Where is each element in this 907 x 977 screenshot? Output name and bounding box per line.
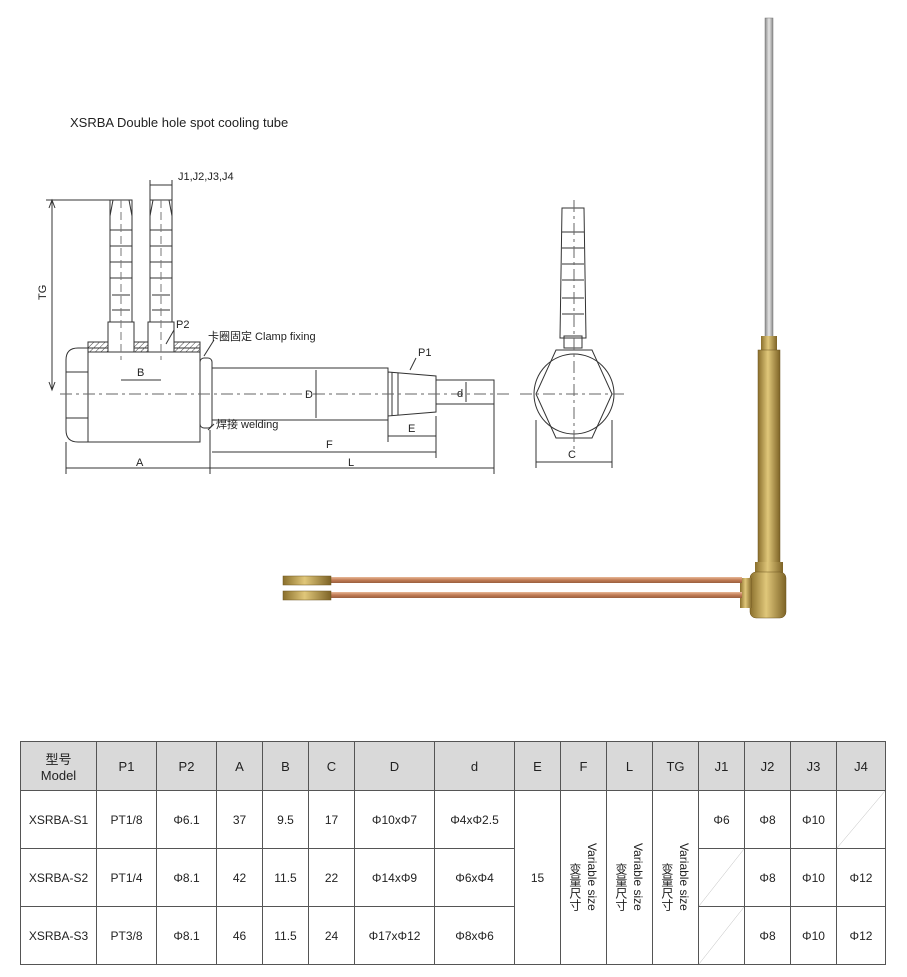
label-c: C [568, 449, 576, 461]
label-j: J1,J2,J3,J4 [178, 171, 234, 183]
spec-table: 型号 Model P1 P2 A B C D d E F L TG J1 J2 … [20, 741, 886, 965]
table-header-row: 型号 Model P1 P2 A B C D d E F L TG J1 J2 … [20, 741, 886, 791]
cell-e: 15 [514, 790, 561, 965]
label-p2: P2 [176, 319, 189, 331]
header-j3: J3 [790, 741, 837, 791]
table-row: XSRBA-S1 PT1/8 Φ6.1 37 9.5 17 Φ10xΦ7 Φ4x… [20, 790, 886, 965]
cell-b: 11.5 [262, 848, 309, 907]
cell-l-variable: 变量尺寸 Variable size [606, 790, 653, 965]
side-view [60, 199, 510, 443]
header-l: L [606, 741, 653, 791]
header-j2: J2 [744, 741, 791, 791]
header-p2: P2 [156, 741, 217, 791]
end-view [520, 200, 626, 468]
cell-tg-variable: 变量尺寸 Variable size [652, 790, 699, 965]
cell-j2: Φ8 [744, 906, 791, 965]
header-D: D [354, 741, 435, 791]
cell-a: 37 [216, 790, 263, 849]
header-e: E [514, 741, 561, 791]
cell-c: 24 [308, 906, 355, 965]
label-f: F [326, 439, 333, 451]
cell-j4-empty [836, 790, 886, 849]
header-j4: J4 [836, 741, 886, 791]
cell-b: 11.5 [262, 906, 309, 965]
label-d-lower: d [457, 388, 463, 400]
cell-j2: Φ8 [744, 790, 791, 849]
cell-p2: Φ8.1 [156, 906, 217, 965]
cell-p1: PT3/8 [96, 906, 157, 965]
header-f: F [560, 741, 607, 791]
table-row: XSRBA-S3 PT3/8 Φ8.1 46 11.5 24 Φ17xΦ12 Φ… [20, 906, 886, 965]
cell-a: 46 [216, 906, 263, 965]
cell-p2: Φ8.1 [156, 848, 217, 907]
header-p1: P1 [96, 741, 157, 791]
dimensions [46, 180, 495, 474]
cell-p1: PT1/8 [96, 790, 157, 849]
cell-model: XSRBA-S1 [20, 790, 97, 849]
cell-f-variable: 变量尺寸 Variable size [560, 790, 607, 965]
cell-j4: Φ12 [836, 906, 886, 965]
cell-c: 17 [308, 790, 355, 849]
dimension-labels: J1,J2,J3,J4 TG P2 卡圈固定 Clamp fixing P1 B… [37, 171, 576, 469]
clamp-ring [199, 357, 213, 429]
cell-model: XSRBA-S2 [20, 848, 97, 907]
product-photo [282, 17, 787, 619]
cell-D: Φ17xΦ12 [354, 906, 435, 965]
technical-drawing: J1,J2,J3,J4 TG P2 卡圈固定 Clamp fixing P1 B… [37, 17, 787, 619]
header-tg: TG [652, 741, 699, 791]
cell-a: 42 [216, 848, 263, 907]
cell-j3: Φ10 [790, 790, 837, 849]
header-c: C [308, 741, 355, 791]
inlet-nipple-1 [107, 199, 135, 360]
label-l: L [348, 457, 354, 469]
header-d: d [434, 741, 515, 791]
header-a: A [216, 741, 263, 791]
cell-j2: Φ8 [744, 848, 791, 907]
inlet-nipple-2 [147, 199, 175, 360]
label-welding: 焊接 welding [216, 417, 278, 431]
cell-d: Φ6xΦ4 [434, 848, 515, 907]
cell-j1-empty [698, 848, 745, 907]
cell-D: Φ10xΦ7 [354, 790, 435, 849]
cell-j3: Φ10 [790, 848, 837, 907]
inner-tube [435, 379, 495, 405]
hex-nut-side [65, 347, 89, 443]
cell-j3: Φ10 [790, 906, 837, 965]
cell-d: Φ4xΦ2.5 [434, 790, 515, 849]
header-j1: J1 [698, 741, 745, 791]
label-b: B [137, 367, 144, 379]
cell-j1: Φ6 [698, 790, 745, 849]
cell-p2: Φ6.1 [156, 790, 217, 849]
cell-d: Φ8xΦ6 [434, 906, 515, 965]
label-d-upper: D [305, 389, 313, 401]
cell-p1: PT1/4 [96, 848, 157, 907]
label-p1: P1 [418, 347, 431, 359]
header-model: 型号 Model [20, 741, 97, 791]
cell-j1-empty [698, 906, 745, 965]
cell-D: Φ14xΦ9 [354, 848, 435, 907]
page-title: XSRBA Double hole spot cooling tube [70, 115, 289, 130]
header-b: B [262, 741, 309, 791]
cell-b: 9.5 [262, 790, 309, 849]
label-clamp: 卡圈固定 Clamp fixing [208, 329, 316, 343]
cell-c: 22 [308, 848, 355, 907]
label-a: A [136, 457, 144, 469]
body-block [87, 347, 201, 443]
label-tg: TG [37, 285, 49, 300]
cell-model: XSRBA-S3 [20, 906, 97, 965]
p1-thread [387, 371, 437, 417]
label-e: E [408, 423, 415, 435]
table-row: XSRBA-S2 PT1/4 Φ8.1 42 11.5 22 Φ14xΦ9 Φ6… [20, 848, 886, 907]
cell-j4: Φ12 [836, 848, 886, 907]
